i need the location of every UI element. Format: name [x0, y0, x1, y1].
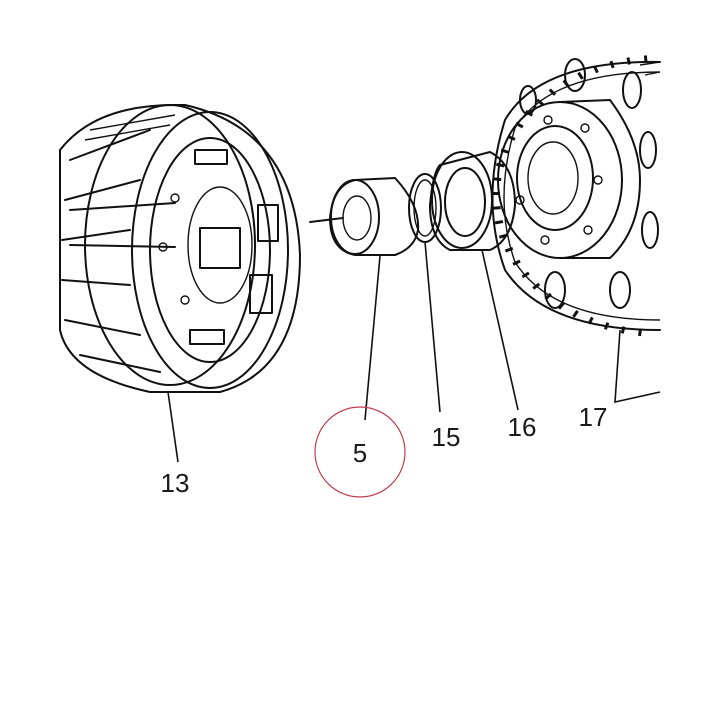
gear-tooth: [577, 71, 584, 80]
gear-tooth: [603, 322, 610, 330]
gear-tooth: [557, 302, 565, 310]
gear-tooth: [638, 328, 642, 337]
label-part-15: 15: [432, 422, 461, 452]
gear-tooth: [512, 259, 521, 266]
oil-seal-part-16: [429, 151, 516, 251]
gear-tooth: [492, 206, 501, 210]
gear-tooth: [532, 282, 541, 290]
gear-tooth: [620, 326, 626, 334]
leader-lines: [167, 241, 661, 463]
gear-tooth: [521, 271, 530, 279]
gear-tooth: [572, 310, 579, 318]
gear-tooth: [504, 246, 514, 253]
gear-tooth: [643, 55, 648, 63]
leader-13: [167, 391, 179, 463]
gear-tooth: [548, 88, 557, 96]
label-part-13: 13: [161, 468, 190, 498]
gear-tooth: [498, 233, 508, 239]
bushing-part-5: [309, 177, 420, 256]
leader-5: [364, 255, 381, 421]
label-part-17: 17: [579, 402, 608, 432]
gear-tooth: [536, 98, 544, 106]
gear-tooth: [496, 162, 505, 168]
sprocket-gear-part-17: [491, 55, 661, 337]
gear-tooth: [593, 65, 599, 74]
leader-17: [614, 329, 661, 404]
gear-tooth: [609, 60, 615, 69]
label-part-16: 16: [508, 412, 537, 442]
gear-tooth: [587, 316, 594, 325]
highlight-circle: [314, 406, 406, 498]
leader-16: [481, 249, 519, 411]
label-part-5: 5: [353, 438, 367, 468]
gear-tooth: [494, 220, 504, 225]
circlip-part-15: [408, 173, 442, 243]
leader-15: [424, 241, 441, 413]
clutch-basket-part-13: [59, 104, 301, 393]
gear-tooth: [626, 57, 631, 65]
